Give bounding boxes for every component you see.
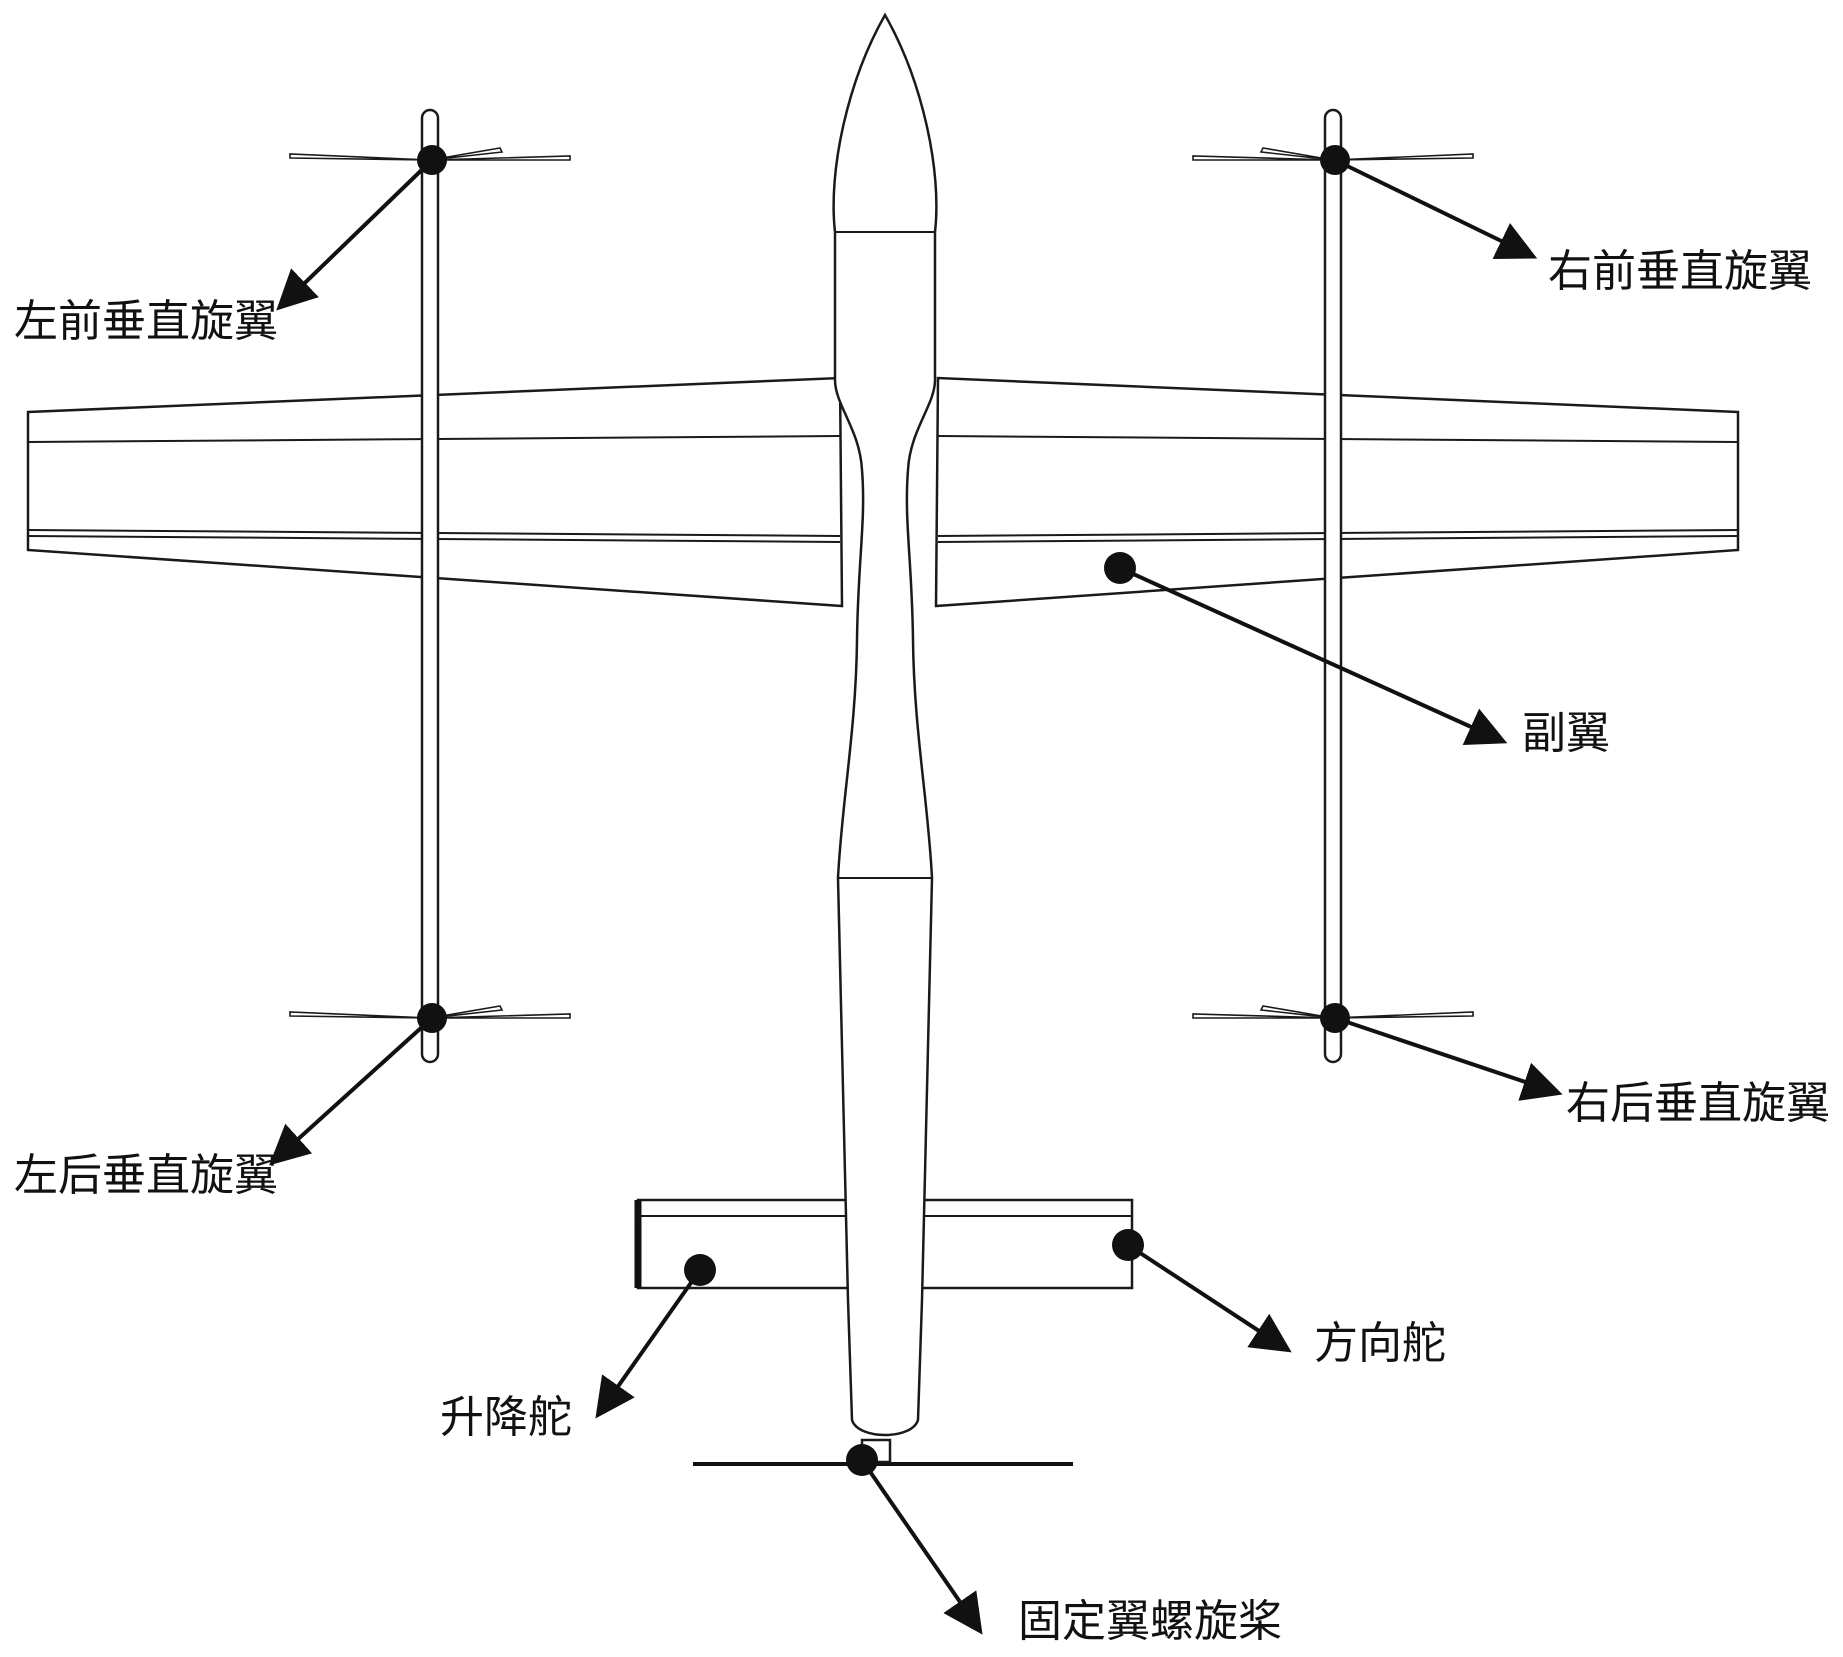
rear-left-rotor xyxy=(289,1005,571,1019)
label-rudder: 方向舵 xyxy=(1314,1318,1446,1369)
aileron-leader-arrow xyxy=(1119,566,1508,746)
leader-lines xyxy=(269,158,1563,1635)
front-right-leader-arrow xyxy=(1334,158,1538,259)
label-aileron: 副翼 xyxy=(1522,708,1610,759)
fixed-wing-propeller xyxy=(693,1438,1073,1466)
elevator-leader-arrow xyxy=(595,1268,702,1419)
label-rear-left-rotor: 左后垂直旋翼 xyxy=(14,1150,278,1201)
rear-right-leader-arrow xyxy=(1334,1016,1563,1101)
label-elevator: 升降舵 xyxy=(440,1392,572,1443)
right-rotor-boom xyxy=(1323,108,1343,1064)
label-front-left-rotor: 左前垂直旋翼 xyxy=(14,296,278,347)
label-front-right-rotor: 右前垂直旋翼 xyxy=(1548,246,1812,297)
left-rotor-boom xyxy=(420,108,440,1064)
label-fixed-wing-propeller: 固定翼螺旋桨 xyxy=(1018,1596,1282,1647)
rear-right-rotor xyxy=(1192,1005,1474,1019)
front-left-rotor xyxy=(289,147,571,161)
label-rear-right-rotor: 右后垂直旋翼 xyxy=(1566,1078,1830,1129)
front-right-rotor xyxy=(1192,147,1474,161)
main-wing xyxy=(26,376,1740,608)
propeller-leader-arrow xyxy=(860,1458,983,1635)
front-left-leader-arrow xyxy=(276,158,434,311)
fuselage xyxy=(832,12,938,1437)
rear-left-leader-arrow xyxy=(269,1016,434,1166)
rudder-leader-arrow xyxy=(1126,1243,1292,1353)
